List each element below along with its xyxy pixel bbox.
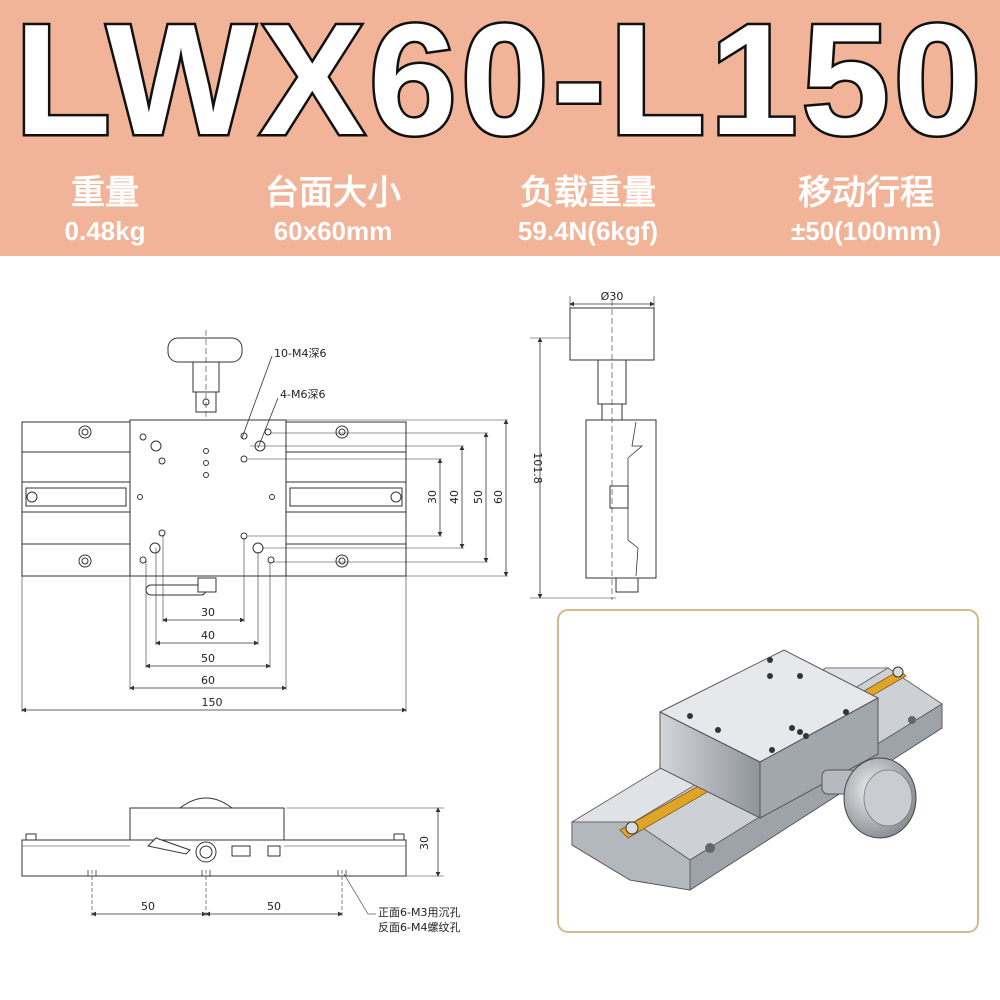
front-hole-note-1: 正面6-M3用沉孔 <box>378 906 460 919</box>
hole-note-m6: 4-M6深6 <box>280 388 325 401</box>
technical-drawing: 10-M4深6 4-M6深6 30 40 50 60 150 30 40 50 … <box>21 290 979 934</box>
spec-table-size: 台面大小 60x60mm <box>208 172 458 248</box>
spec-weight-value: 0.48kg <box>64 216 146 246</box>
dim-60-h: 60 <box>201 674 215 687</box>
dim-total-height: 101.8 <box>531 452 544 484</box>
dim-spacing-right: 50 <box>267 900 281 913</box>
dim-150-h: 150 <box>202 696 223 709</box>
dim-spacing-left: 50 <box>141 900 155 913</box>
side-knob <box>569 307 655 361</box>
dim-30-v: 30 <box>426 490 439 504</box>
dim-50-h: 50 <box>201 652 215 665</box>
product-render <box>557 609 979 933</box>
spec-load-label: 负载重量 <box>520 173 656 213</box>
hole-note-m4: 10-M4深6 <box>274 347 326 360</box>
spec-weight-label: 重量 <box>71 173 139 213</box>
front-hole-note-2: 反面6-M4螺纹孔 <box>378 920 460 934</box>
spec-load: 负载重量 59.4N(6kgf) <box>463 172 713 248</box>
spec-table-size-label: 台面大小 <box>265 173 401 213</box>
side-view <box>530 296 657 600</box>
spec-load-value: 59.4N(6kgf) <box>517 216 659 246</box>
spec-weight: 重量 0.48kg <box>0 172 230 248</box>
model-title: LWX60-L150 <box>12 0 986 168</box>
front-view <box>21 797 444 917</box>
dim-40-v: 40 <box>448 490 461 504</box>
top-view <box>21 330 509 713</box>
spec-travel: 移动行程 ±50(100mm) <box>741 172 991 248</box>
spec-table-size-value: 60x60mm <box>273 216 393 246</box>
spec-travel-value: ±50(100mm) <box>790 216 942 246</box>
knob-head <box>167 337 243 363</box>
spec-travel-label: 移动行程 <box>798 173 934 213</box>
dim-30-h: 30 <box>201 606 215 619</box>
dim-front-height: 30 <box>418 836 431 850</box>
dim-50-v: 50 <box>472 490 485 504</box>
dim-knob-diameter: Ø30 <box>601 290 624 303</box>
dim-60-v: 60 <box>492 490 505 504</box>
header-banner <box>0 0 1000 256</box>
dim-40-h: 40 <box>201 629 215 642</box>
